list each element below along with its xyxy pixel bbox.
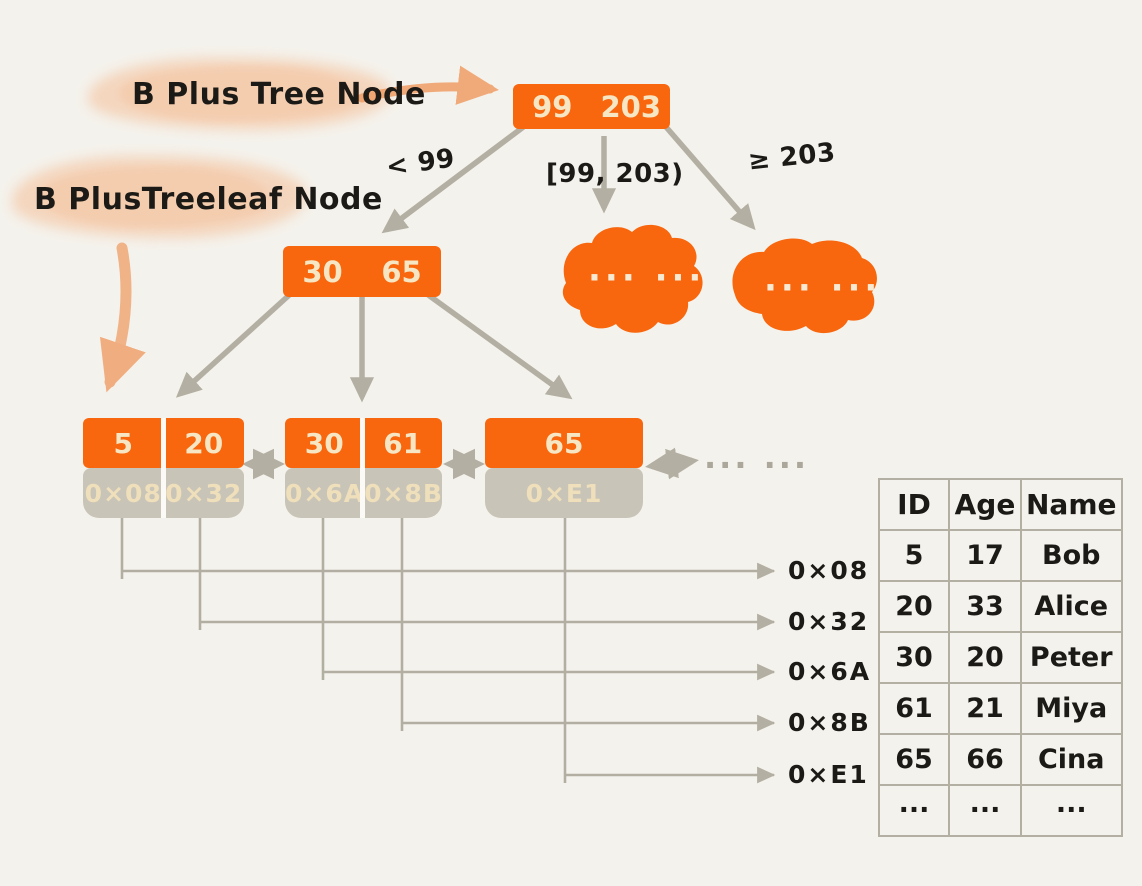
root-node: 99 203 — [513, 84, 670, 129]
cell-id: 65 — [878, 733, 950, 786]
leaf-node-1: 5 20 0×08 0×32 — [83, 418, 244, 518]
bplus-tree-node-label: B Plus Tree Node — [132, 77, 426, 112]
cell-age: 21 — [948, 682, 1022, 735]
bplus-tree-leaf-node-label: B PlusTreeleaf Node — [34, 182, 383, 217]
cell-age: 17 — [948, 529, 1022, 582]
cell-name: Cina — [1020, 733, 1123, 786]
header-id: ID — [878, 478, 950, 531]
internal-left-branch-arrow — [175, 285, 299, 398]
cell-age: 20 — [948, 631, 1022, 684]
branch-label-gte-203: ≥ 203 — [746, 137, 837, 177]
leaf2-divider — [360, 418, 365, 518]
root-key-1: 99 — [532, 89, 573, 124]
leaf-label-highlight-inner — [40, 166, 270, 228]
table-row: 5 17 Bob — [878, 529, 1123, 582]
cell-name: ··· — [1020, 784, 1123, 837]
leaf2-key-2: 61 — [383, 426, 423, 460]
internal-node: 30 65 — [283, 246, 441, 297]
root-key-2: 203 — [600, 89, 662, 124]
leaf2-pointer-2: 0×8B — [364, 478, 443, 508]
node-label-highlight — [88, 58, 390, 130]
leaf3-key-1: 65 — [544, 426, 584, 460]
leaf3-pointer-1: 0×E1 — [525, 478, 603, 508]
cell-name: Bob — [1020, 529, 1123, 582]
branch-label-99-203: [99, 203) — [546, 159, 684, 189]
cell-age: ··· — [948, 784, 1022, 837]
cell-id: ··· — [878, 784, 950, 837]
pointer-label-0x6A: 0×6A — [788, 657, 872, 686]
table-header-row: ID Age Name — [878, 478, 1123, 531]
records-table: ID Age Name 5 17 Bob 20 33 Alice 30 20 P… — [878, 478, 1123, 837]
leaf-chain-dots: ··· ··· — [704, 446, 810, 484]
leaf1-key-2: 20 — [184, 426, 224, 460]
cell-name: Miya — [1020, 682, 1123, 735]
cell-name: Peter — [1020, 631, 1123, 684]
connector-0xE1 — [563, 518, 774, 783]
cell-name: Alice — [1020, 580, 1123, 633]
table-row: 61 21 Miya — [878, 682, 1123, 735]
middle-blob-dots: ··· ··· — [588, 258, 706, 298]
leaf2-key-1: 30 — [304, 426, 344, 460]
table-row: 20 33 Alice — [878, 580, 1123, 633]
connector-0x6A — [321, 518, 774, 680]
pointer-label-0xE1: 0×E1 — [788, 760, 869, 789]
branch-label-lt-99: < 99 — [384, 143, 457, 183]
leaf1-key-1: 5 — [113, 426, 133, 460]
leaf1-divider — [161, 418, 166, 518]
pointer-label-0x08: 0×08 — [788, 556, 870, 585]
leaf1-pointer-2: 0×32 — [165, 478, 243, 508]
leaf3-next-link-arrow — [645, 447, 699, 480]
right-blob-dots: ··· ··· — [764, 268, 882, 308]
leaf-node-3: 65 0×E1 — [485, 418, 643, 518]
cell-id: 5 — [878, 529, 950, 582]
leaf-label-arrow — [99, 242, 146, 393]
header-name: Name — [1020, 478, 1123, 531]
leaf-label-highlight — [12, 156, 306, 238]
internal-key-2: 65 — [381, 254, 422, 289]
table-row: 65 66 Cina — [878, 733, 1123, 786]
cell-age: 33 — [948, 580, 1022, 633]
node-label-highlight-inner — [120, 66, 360, 122]
internal-key-1: 30 — [302, 254, 343, 289]
cell-id: 20 — [878, 580, 950, 633]
pointer-label-0x32: 0×32 — [788, 607, 870, 636]
connector-0x32 — [198, 518, 774, 630]
cell-age: 66 — [948, 733, 1022, 786]
table-row: ··· ··· ··· — [878, 784, 1123, 837]
internal-right-branch-arrow — [418, 286, 573, 400]
header-age: Age — [948, 478, 1022, 531]
leaf2-pointer-1: 0×6A — [285, 478, 365, 508]
leaf-node-2: 30 61 0×6A 0×8B — [285, 418, 442, 518]
leaf3-pointers-row: 0×E1 — [485, 468, 643, 518]
table-row: 30 20 Peter — [878, 631, 1123, 684]
leaf1-pointer-1: 0×08 — [84, 478, 162, 508]
leaf3-keys-row: 65 — [485, 418, 643, 468]
connector-0x08 — [120, 518, 774, 579]
pointer-label-0x8B: 0×8B — [788, 708, 871, 737]
cell-id: 30 — [878, 631, 950, 684]
cell-id: 61 — [878, 682, 950, 735]
connector-0x8B — [400, 518, 774, 731]
